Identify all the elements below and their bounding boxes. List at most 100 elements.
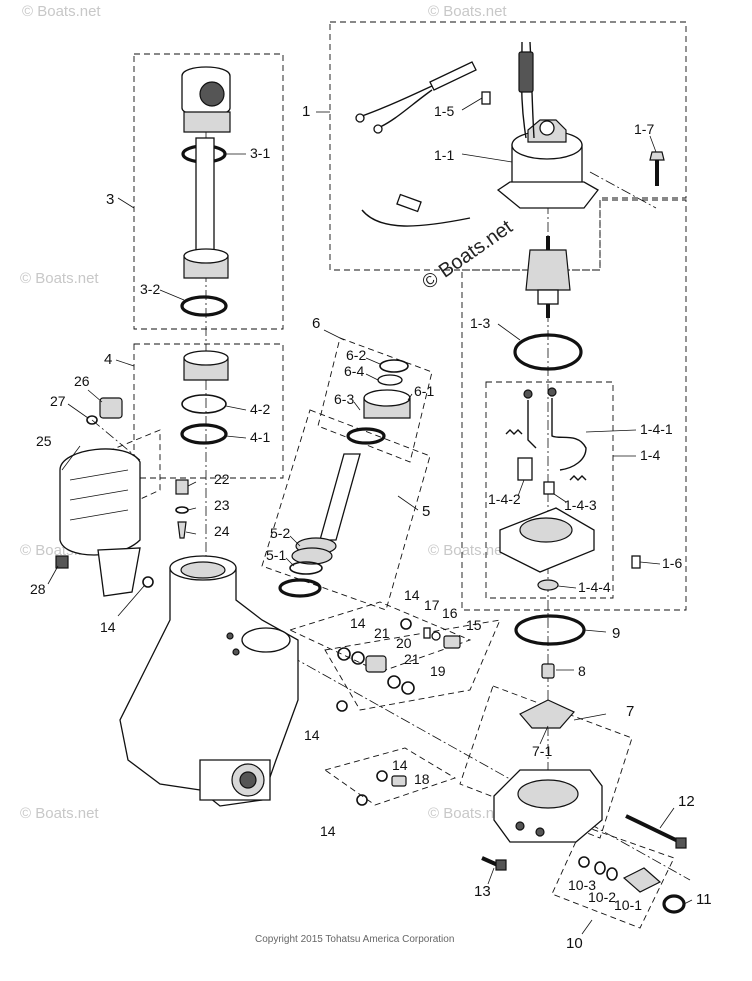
filter-8 [541, 663, 555, 679]
bolt-13-head [495, 859, 507, 871]
leader-1-4-2 [517, 479, 525, 497]
cover-ribs [69, 469, 129, 521]
valve-20 [365, 655, 387, 673]
label-10-3: 10-3 [568, 877, 596, 893]
housing-bore-inner [180, 561, 226, 579]
label-13: 13 [474, 883, 491, 900]
bushing-26 [99, 397, 123, 419]
o-ring-6-3 [346, 427, 386, 445]
cylinder-eye-bore [199, 81, 225, 107]
leader-6-2 [365, 357, 381, 365]
pump-port [535, 827, 545, 837]
terminal-ring [355, 113, 365, 123]
label-1-4-2: 1-4-2 [488, 491, 521, 507]
label-18: 18 [414, 771, 430, 787]
label-1-7: 1-7 [634, 121, 654, 137]
leader-5-2 [289, 535, 301, 547]
pump-port [515, 821, 525, 831]
motor-assembly [355, 41, 665, 591]
label-22: 22 [214, 471, 230, 487]
group-box-pump [459, 685, 633, 839]
leader-4 [115, 359, 135, 367]
label-26: 26 [74, 373, 90, 389]
label-12: 12 [678, 793, 695, 810]
leader-7 [573, 713, 607, 721]
housing-mount-hole [239, 771, 257, 789]
o-ring-14 [336, 700, 348, 712]
leader-1-7 [649, 135, 657, 153]
watermark-brand-dark: © Boats.net [418, 216, 517, 294]
o-ring-21 [387, 675, 401, 689]
copyright-notice: Copyright 2015 Tohatsu America Corporati… [255, 934, 454, 945]
o-ring-27 [86, 415, 98, 425]
terminal-ring [373, 124, 383, 134]
motor-flange [496, 181, 599, 209]
housing-body [119, 567, 299, 807]
o-ring-19 [401, 681, 415, 695]
label-9: 9 [612, 625, 620, 642]
rod-piston-5-2 [291, 547, 333, 565]
leader-1-1 [461, 153, 513, 163]
brush-spring [543, 481, 555, 495]
leader-6-3 [353, 401, 361, 411]
o-ring-3-2 [180, 295, 228, 317]
label-14: 14 [404, 587, 420, 603]
label-19: 19 [430, 663, 446, 679]
pump-cavity [517, 779, 579, 809]
snap-ring-11 [662, 894, 686, 914]
watermark-brand: © Boats.net [20, 270, 99, 287]
label-14: 14 [320, 823, 336, 839]
leader-1-3 [497, 323, 521, 341]
leader-4-1 [225, 435, 247, 439]
manual-valve-10 [622, 867, 662, 893]
leader-1-5 [461, 97, 483, 111]
label-5-2: 5-2 [270, 525, 290, 541]
label-4: 4 [104, 351, 112, 368]
label-21: 21 [374, 625, 390, 641]
plug-18 [391, 775, 407, 787]
label-1-4-3: 1-4-3 [564, 497, 597, 513]
label-4-1: 4-1 [250, 429, 270, 445]
group-box-manual-valve [551, 825, 675, 929]
label-24: 24 [214, 523, 230, 539]
ball-16 [431, 631, 441, 641]
label-3: 3 [106, 191, 114, 208]
brush-1-4-2 [517, 457, 533, 481]
label-5-1: 5-1 [266, 547, 286, 563]
label-10-2: 10-2 [588, 889, 616, 905]
label-14: 14 [350, 615, 366, 631]
label-3-1: 3-1 [250, 145, 270, 161]
o-ring-5-1 [278, 578, 322, 598]
label-11: 11 [696, 891, 712, 908]
leader-1-4-4 [557, 585, 577, 589]
group-box-cylinder [133, 53, 284, 330]
leader-1-4-1 [585, 429, 637, 433]
label-1-3: 1-3 [470, 315, 490, 331]
leader-3-2 [159, 289, 185, 301]
leader-6 [323, 329, 345, 341]
brush-bolt [523, 389, 533, 399]
o-ring-21 [351, 651, 365, 665]
spring-clip [505, 429, 523, 435]
group-box-valve-lower [323, 747, 457, 806]
label-27: 27 [50, 393, 66, 409]
pin-17 [423, 627, 431, 639]
cap-and-rod-assembly [278, 359, 411, 598]
label-16: 16 [442, 605, 458, 621]
leader-23 [187, 507, 197, 511]
ground-wire [361, 209, 471, 227]
axis-bushing [91, 419, 141, 461]
o-ring-4-2 [181, 394, 227, 414]
tilt-rod [319, 453, 361, 541]
armature-commutator [537, 289, 559, 305]
spring-clip [569, 475, 587, 481]
leader-6-4 [365, 373, 379, 381]
o-ring-14 [337, 647, 351, 661]
part-labels: 1 1-5 1-1 1-7 1-3 1-4-1 1-4 1-4-2 1-4-3 … [30, 103, 712, 952]
leader-28 [47, 565, 59, 585]
group-box-tilt-rod [261, 409, 431, 611]
label-8: 8 [578, 663, 586, 679]
leader-7-1 [539, 725, 549, 745]
bolt-12-shank [625, 814, 681, 844]
